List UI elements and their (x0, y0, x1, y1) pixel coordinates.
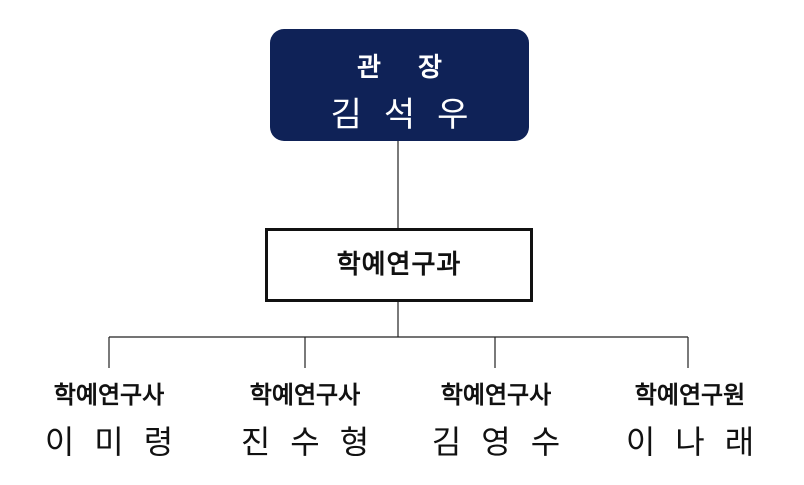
department-name: 학예연구과 (336, 250, 462, 280)
staff-member-3: 학예연구사 김영수 (401, 378, 591, 462)
staff-member-2: 학예연구사 진수형 (210, 378, 400, 462)
director-name: 김석우 (330, 95, 491, 135)
staff-role: 학예연구사 (440, 381, 552, 409)
staff-role: 학예연구사 (249, 381, 361, 409)
director-box: 관 장 김석우 (270, 29, 529, 141)
director-title: 관 장 (357, 53, 456, 83)
staff-member-4: 학예연구원 이나래 (595, 378, 785, 462)
staff-name: 이나래 (625, 423, 775, 461)
department-box: 학예연구과 (265, 228, 533, 302)
staff-name: 김영수 (431, 423, 581, 461)
staff-name: 진수형 (240, 423, 390, 461)
staff-role: 학예연구원 (634, 381, 746, 409)
staff-member-1: 학예연구사 이미령 (14, 378, 204, 462)
staff-role: 학예연구사 (53, 381, 165, 409)
staff-name: 이미령 (44, 423, 194, 461)
